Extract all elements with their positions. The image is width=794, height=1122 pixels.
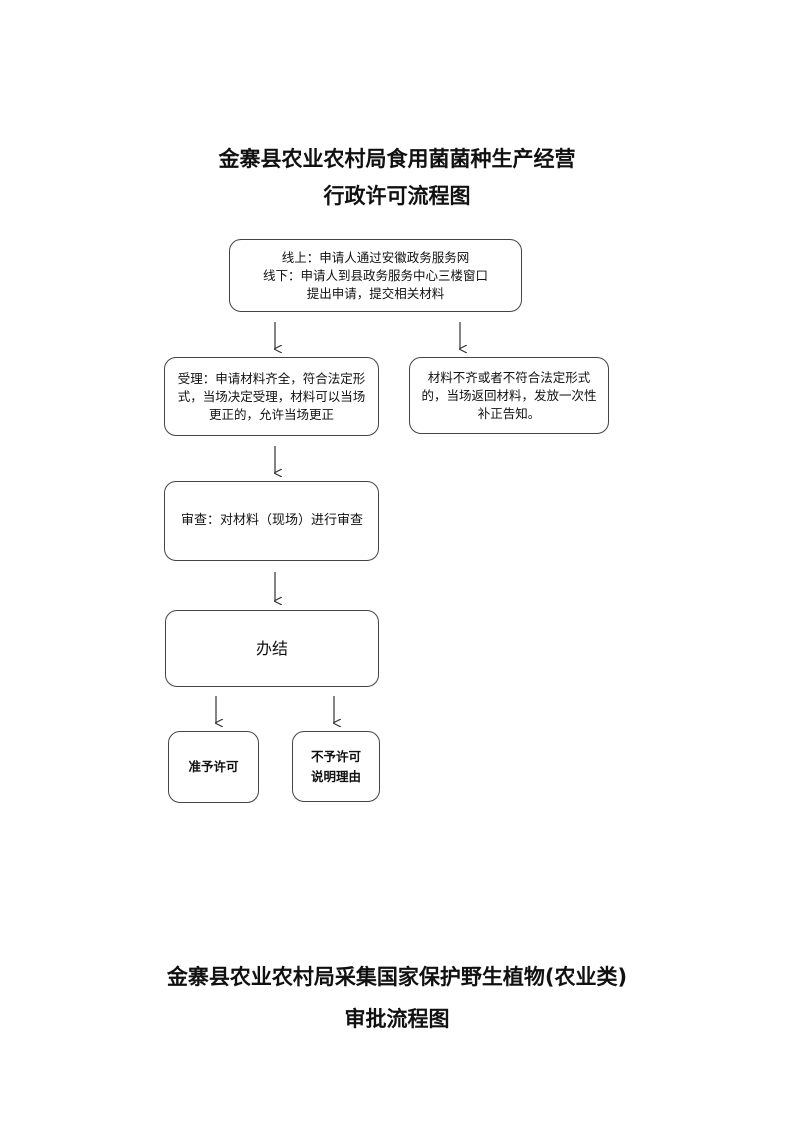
flowchart-title-line-2: 行政许可流程图 (323, 184, 471, 208)
deny-text-line-2: 说明理由 (310, 768, 361, 784)
finish-step-box: 办结 (165, 610, 379, 687)
approve-text: 准予许可 (188, 759, 239, 774)
second-flowchart-title-line-1: 金寨县农业农村局采集国家保护野生植物(农业类) (166, 965, 628, 989)
apply-step-box: 线上：申请人通过安徽政务服务网 线下：申请人到县政务服务中心三楼窗口 提出申请，… (229, 239, 522, 312)
reject-text-line-2: 的，当场返回材料，发放一次性 (421, 387, 597, 403)
accept-text-line-3: 更正的，允许当场更正 (208, 406, 334, 422)
accept-text-line-2: 式，当场决定受理，材料可以当场 (177, 388, 366, 404)
apply-online-text: 线上：申请人通过安徽政务服务网 (281, 249, 470, 265)
flowchart-title-line-1: 金寨县农业农村局食用菌菌种生产经营 (218, 147, 576, 171)
reject-step-box: 材料不齐或者不符合法定形式 的，当场返回材料，发放一次性 补正告知。 (409, 357, 609, 434)
reject-text-line-1: 材料不齐或者不符合法定形式 (427, 369, 591, 385)
review-step-box: 审查：对材料（现场）进行审查 (164, 481, 379, 561)
approve-result-box: 准予许可 (168, 731, 259, 803)
review-text: 审查：对材料（现场）进行审查 (181, 513, 364, 528)
deny-text-line-1: 不予许可 (310, 748, 361, 764)
apply-offline-text: 线下：申请人到县政务服务中心三楼窗口 (262, 267, 488, 283)
finish-text: 办结 (255, 638, 288, 658)
deny-result-box: 不予许可 说明理由 (292, 731, 380, 802)
accept-text-line-1: 受理：申请材料齐全，符合法定形 (177, 370, 366, 386)
apply-submit-text: 提出申请，提交相关材料 (306, 285, 445, 301)
second-flowchart-title-line-2: 审批流程图 (344, 1007, 450, 1031)
accept-step-box: 受理：申请材料齐全，符合法定形 式，当场决定受理，材料可以当场 更正的，允许当场… (164, 357, 379, 436)
reject-text-line-3: 补正告知。 (477, 405, 541, 421)
